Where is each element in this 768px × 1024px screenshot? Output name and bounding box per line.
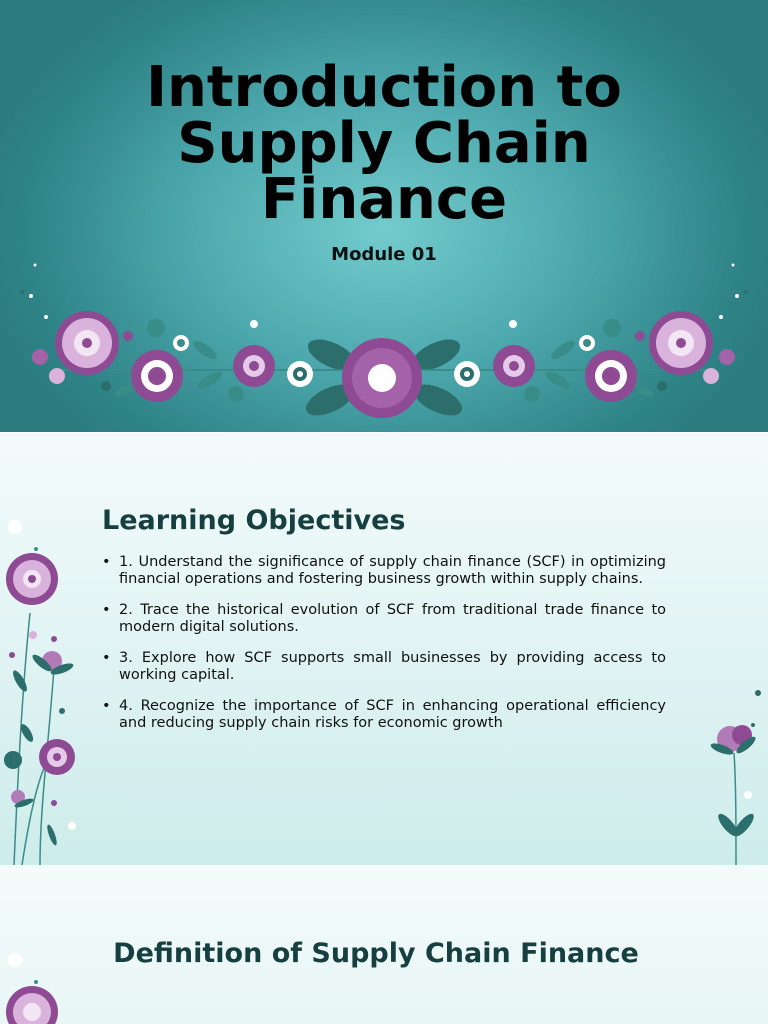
title-line-1: Introduction to bbox=[146, 55, 622, 120]
list-item: 3. Explore how SCF supports small busine… bbox=[102, 650, 666, 684]
flower-garland-icon bbox=[20, 263, 748, 418]
section-heading: Learning Objectives bbox=[102, 505, 406, 536]
section-heading: Definition of Supply Chain Finance bbox=[113, 938, 639, 969]
list-item: 4. Recognize the importance of SCF in en… bbox=[102, 698, 666, 732]
list-item: 1. Understand the significance of supply… bbox=[102, 554, 666, 588]
flower-stem-right-icon bbox=[710, 690, 761, 865]
flower-stem-left-icon bbox=[4, 520, 76, 865]
module-label: Module 01 bbox=[331, 244, 437, 265]
title-line-2: Supply Chain bbox=[177, 111, 591, 176]
definition-slide: Definition of Supply Chain Finance bbox=[0, 866, 768, 1024]
slide-title: Introduction to Supply Chain Finance bbox=[0, 60, 768, 228]
flower-corner-icon bbox=[6, 953, 58, 1024]
learning-objectives-slide: Learning Objectives 1. Understand the si… bbox=[0, 433, 768, 865]
list-item: 2. Trace the historical evolution of SCF… bbox=[102, 602, 666, 636]
objectives-list: 1. Understand the significance of supply… bbox=[102, 554, 666, 746]
title-slide: Introduction to Supply Chain Finance Mod… bbox=[0, 0, 768, 432]
title-line-3: Finance bbox=[260, 167, 508, 232]
